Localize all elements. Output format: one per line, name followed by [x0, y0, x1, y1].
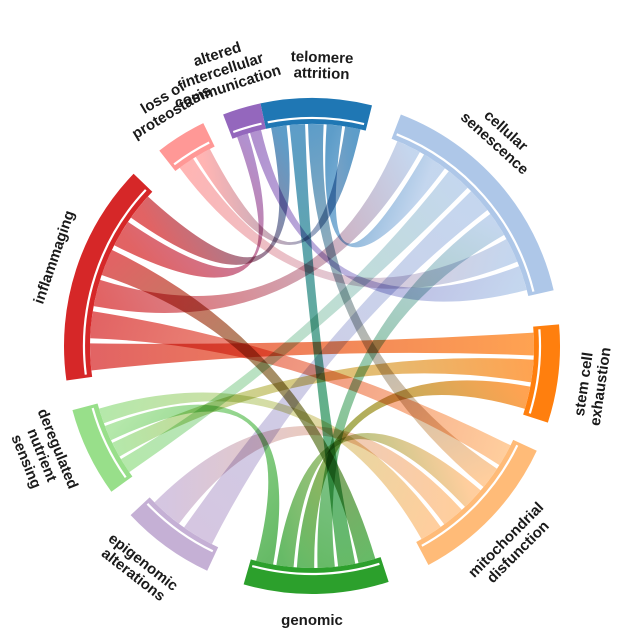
ribbon-mito-epigenomic	[154, 426, 462, 525]
group-arc-inflammaging	[64, 173, 153, 381]
group-arc-divider-cellular	[396, 133, 535, 292]
ribbon-deregulated-mito	[99, 392, 441, 540]
ribbon-inflammaging-telomere	[130, 125, 290, 265]
group-arc-divider-epigenomic	[146, 503, 214, 553]
group-arc-telomere	[260, 98, 372, 131]
group-arc-divider-inflammaging	[82, 189, 147, 375]
group-arc-stem	[523, 324, 560, 423]
group-arc-intercellular	[223, 103, 266, 139]
ribbon-proteostasis-telomere	[195, 126, 361, 246]
group-arc-deregulated	[72, 403, 133, 492]
ribbon-mito-genomic	[276, 433, 481, 568]
group-arc-genomic	[243, 557, 389, 594]
ribbon-telomere-mito	[308, 124, 497, 488]
label-genomic: genomicinstability	[277, 612, 348, 630]
ribbon-deregulated-genomic	[104, 404, 280, 565]
label-telomere-line-2: attrition	[293, 64, 349, 83]
group-arc-divider-intercellular	[232, 122, 262, 134]
ribbon-intercellular-cellular	[249, 129, 527, 302]
group-arc-divider-mito	[421, 444, 519, 547]
group-arc-divider-proteostasis	[173, 141, 210, 166]
ribbon-cellular-epigenomic	[184, 191, 488, 545]
group-arc-divider-genomic	[251, 562, 380, 576]
ribbon-inflammaging-cellular	[93, 141, 420, 313]
ribbon-inflammaging-stem	[90, 332, 534, 371]
ribbon-inflammaging-mito	[90, 311, 511, 466]
group-arc-divider-deregulated	[91, 407, 127, 479]
group-arc-proteostasis	[159, 123, 215, 172]
label-genomic-line-1: genomic	[281, 612, 343, 629]
ribbon-inflammaging-intercellular	[114, 133, 264, 278]
group-arc-cellular	[391, 114, 554, 297]
group-arc-layer	[64, 98, 560, 594]
ribbon-cellular-genomic	[317, 213, 505, 568]
ribbon-telomere-cellular	[325, 124, 446, 248]
ribbon-inflammaging-genomic	[101, 249, 376, 564]
ribbon-stem-genomic	[296, 380, 531, 568]
group-arc-divider-telomere	[267, 116, 365, 126]
group-arc-epigenomic	[130, 497, 219, 571]
group-arc-divider-stem	[528, 329, 542, 414]
ribbon-layer	[90, 124, 534, 568]
ribbon-cellular-deregulated	[120, 171, 468, 473]
label-telomere-line-1: telomere	[291, 48, 354, 67]
